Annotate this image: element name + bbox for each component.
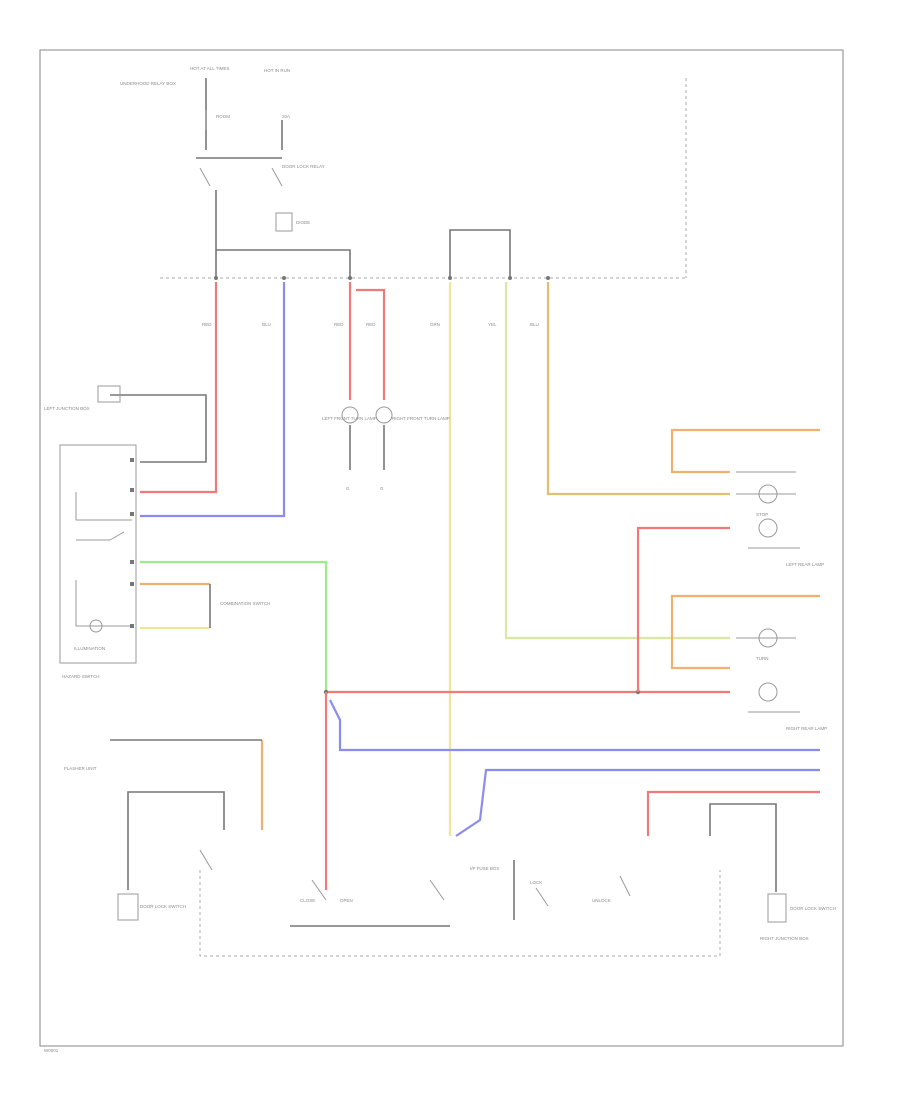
relay-switch-right: [271, 167, 283, 187]
left-junction-feed: [127, 791, 225, 890]
label-fuse-20a: 20A: [282, 114, 290, 119]
wire-green: [140, 560, 328, 692]
wire-code-1: RED: [202, 322, 212, 327]
label-room-fuse: ROOM: [216, 114, 230, 119]
label-right-front-turn: RIGHT FRONT TURN LAMP: [392, 416, 450, 421]
wire-red-lower-right: [646, 790, 820, 836]
left-door-lock-actuator: [117, 893, 139, 921]
label-close: CLOSE: [300, 898, 315, 903]
label-left-junction: LEFT JUNCTION BOX: [44, 406, 90, 411]
left-rear-turn-lamp-icon: [758, 518, 778, 538]
label-door-relay: DOOR LOCK RELAY: [282, 164, 325, 169]
wire-code-2: BLU: [262, 322, 271, 327]
right-door-lock-actuator: [767, 893, 787, 923]
wire-code-7: BLU: [530, 322, 539, 327]
ground-return: [199, 870, 721, 957]
left-junction-link: [110, 394, 207, 463]
close-switch: [311, 879, 327, 901]
label-right-rear-lamp: RIGHT REAR LAMP: [786, 726, 827, 731]
wire-code-4: RED: [366, 322, 376, 327]
relay-switch-left: [199, 167, 211, 187]
wire-blue-main: [329, 699, 820, 752]
label-left-rear-lamp: LEFT REAR LAMP: [786, 562, 824, 567]
open-switch: [429, 879, 445, 901]
wire-code-3: RED: [334, 322, 344, 327]
label-stop: STOP: [756, 512, 768, 517]
label-hot-at-all-times: HOT AT ALL TIMES: [190, 66, 230, 71]
left-front-turn-lamp-icon: [341, 406, 359, 424]
diode-box: [275, 212, 293, 232]
label-g2: G: [380, 486, 384, 491]
right-rear-turn-lamp-icon: [758, 682, 778, 702]
wire-code-5: GRN: [430, 322, 440, 327]
wire-red-rear: [636, 526, 730, 692]
illumination-bulb-icon: [89, 619, 103, 633]
label-unlock: UNLOCK: [592, 898, 611, 903]
wire-blue-left: [140, 282, 286, 518]
label-turn: TURN: [756, 656, 769, 661]
label-hot-in-run: HOT IN RUN: [264, 68, 290, 73]
wire-orange-top-right: [670, 428, 820, 474]
label-illumination: ILLUMINATION: [74, 646, 105, 651]
diagram-frame: [39, 49, 844, 1047]
wire-code-6: YEL: [488, 322, 497, 327]
label-relay-box: UNDERHOOD RELAY BOX: [120, 81, 176, 86]
wire-red-front-right: [356, 288, 386, 400]
diode-bus: [216, 249, 351, 278]
label-lock: LOCK: [530, 880, 542, 885]
label-door-lock-switch-right: DOOR LOCK SWITCH: [790, 906, 836, 911]
wire-blue-lower: [455, 768, 820, 837]
footer-id: W0001: [44, 1048, 59, 1053]
right-front-turn-lamp-icon: [375, 406, 393, 424]
left-bottom-switch: [199, 849, 213, 871]
label-combination-switch: COMBINATION SWITCH: [220, 601, 270, 606]
label-right-junction: RIGHT JUNCTION BOX: [760, 936, 809, 941]
wire-red-left: [140, 282, 218, 494]
label-door-lock-switch-left: DOOR LOCK SWITCH: [140, 904, 186, 909]
wire-yellow-right: [504, 282, 730, 640]
label-fuse-box: I/P FUSE BOX: [470, 866, 499, 871]
left-junction-box: [97, 385, 121, 403]
feed-upper-right: [449, 229, 511, 278]
label-flasher-unit: FLASHER UNIT: [64, 766, 97, 771]
label-hazard-switch: HAZARD SWITCH: [62, 674, 100, 679]
label-diode: DIODE: [296, 220, 310, 225]
label-open: OPEN: [340, 898, 353, 903]
wire-orange-mid-right: [670, 594, 820, 670]
hazard-switch-box: [59, 444, 137, 664]
right-junction-feed: [709, 803, 777, 892]
wire-gold-right: [546, 282, 730, 496]
label-left-front-turn: LEFT FRONT TURN LAMP: [322, 416, 377, 421]
label-g1: G: [346, 486, 350, 491]
